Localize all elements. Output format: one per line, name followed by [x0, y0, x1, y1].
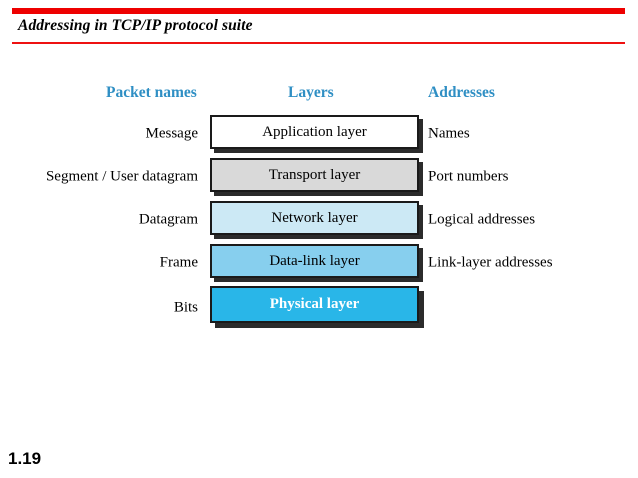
layer-box[interactable]: Physical layer	[210, 286, 419, 323]
address-label: Port numbers	[428, 168, 509, 184]
page-title: Addressing in TCP/IP protocol suite	[18, 17, 253, 34]
address-label: Link-layer addresses	[428, 254, 553, 270]
layer-row: Frame Data-link layer Link-layer addresses	[0, 241, 638, 284]
packet-name-label: Frame	[159, 254, 198, 270]
packet-name-label: Message	[145, 125, 199, 141]
layer-box[interactable]: Transport layer	[210, 158, 419, 192]
layer-row: Bits Physical layer	[0, 284, 638, 331]
layer-box[interactable]: Application layer	[210, 115, 419, 149]
column-header-addresses: Addresses	[428, 84, 495, 101]
address-label: Logical addresses	[428, 211, 536, 227]
header-rule-top	[12, 8, 625, 14]
packet-name-label: Bits	[173, 299, 198, 315]
layer-box[interactable]: Data-link layer	[210, 244, 419, 278]
layer-box[interactable]: Network layer	[210, 201, 419, 235]
packet-name-label: Segment / User datagram	[45, 168, 198, 184]
layer-row: Segment / User datagram Transport layer Po…	[0, 155, 638, 198]
layer-row: Message Application layer Names	[0, 112, 638, 155]
layer-row: Datagram Network layer Logical addresses	[0, 198, 638, 241]
column-header-layers: Layers	[288, 84, 334, 101]
address-label: Names	[428, 125, 470, 141]
packet-name-label: Datagram	[138, 211, 198, 227]
header-rule-bottom	[12, 42, 625, 44]
column-header-packet-names: Packet names	[106, 84, 197, 101]
page-number: 1.19	[8, 449, 42, 468]
